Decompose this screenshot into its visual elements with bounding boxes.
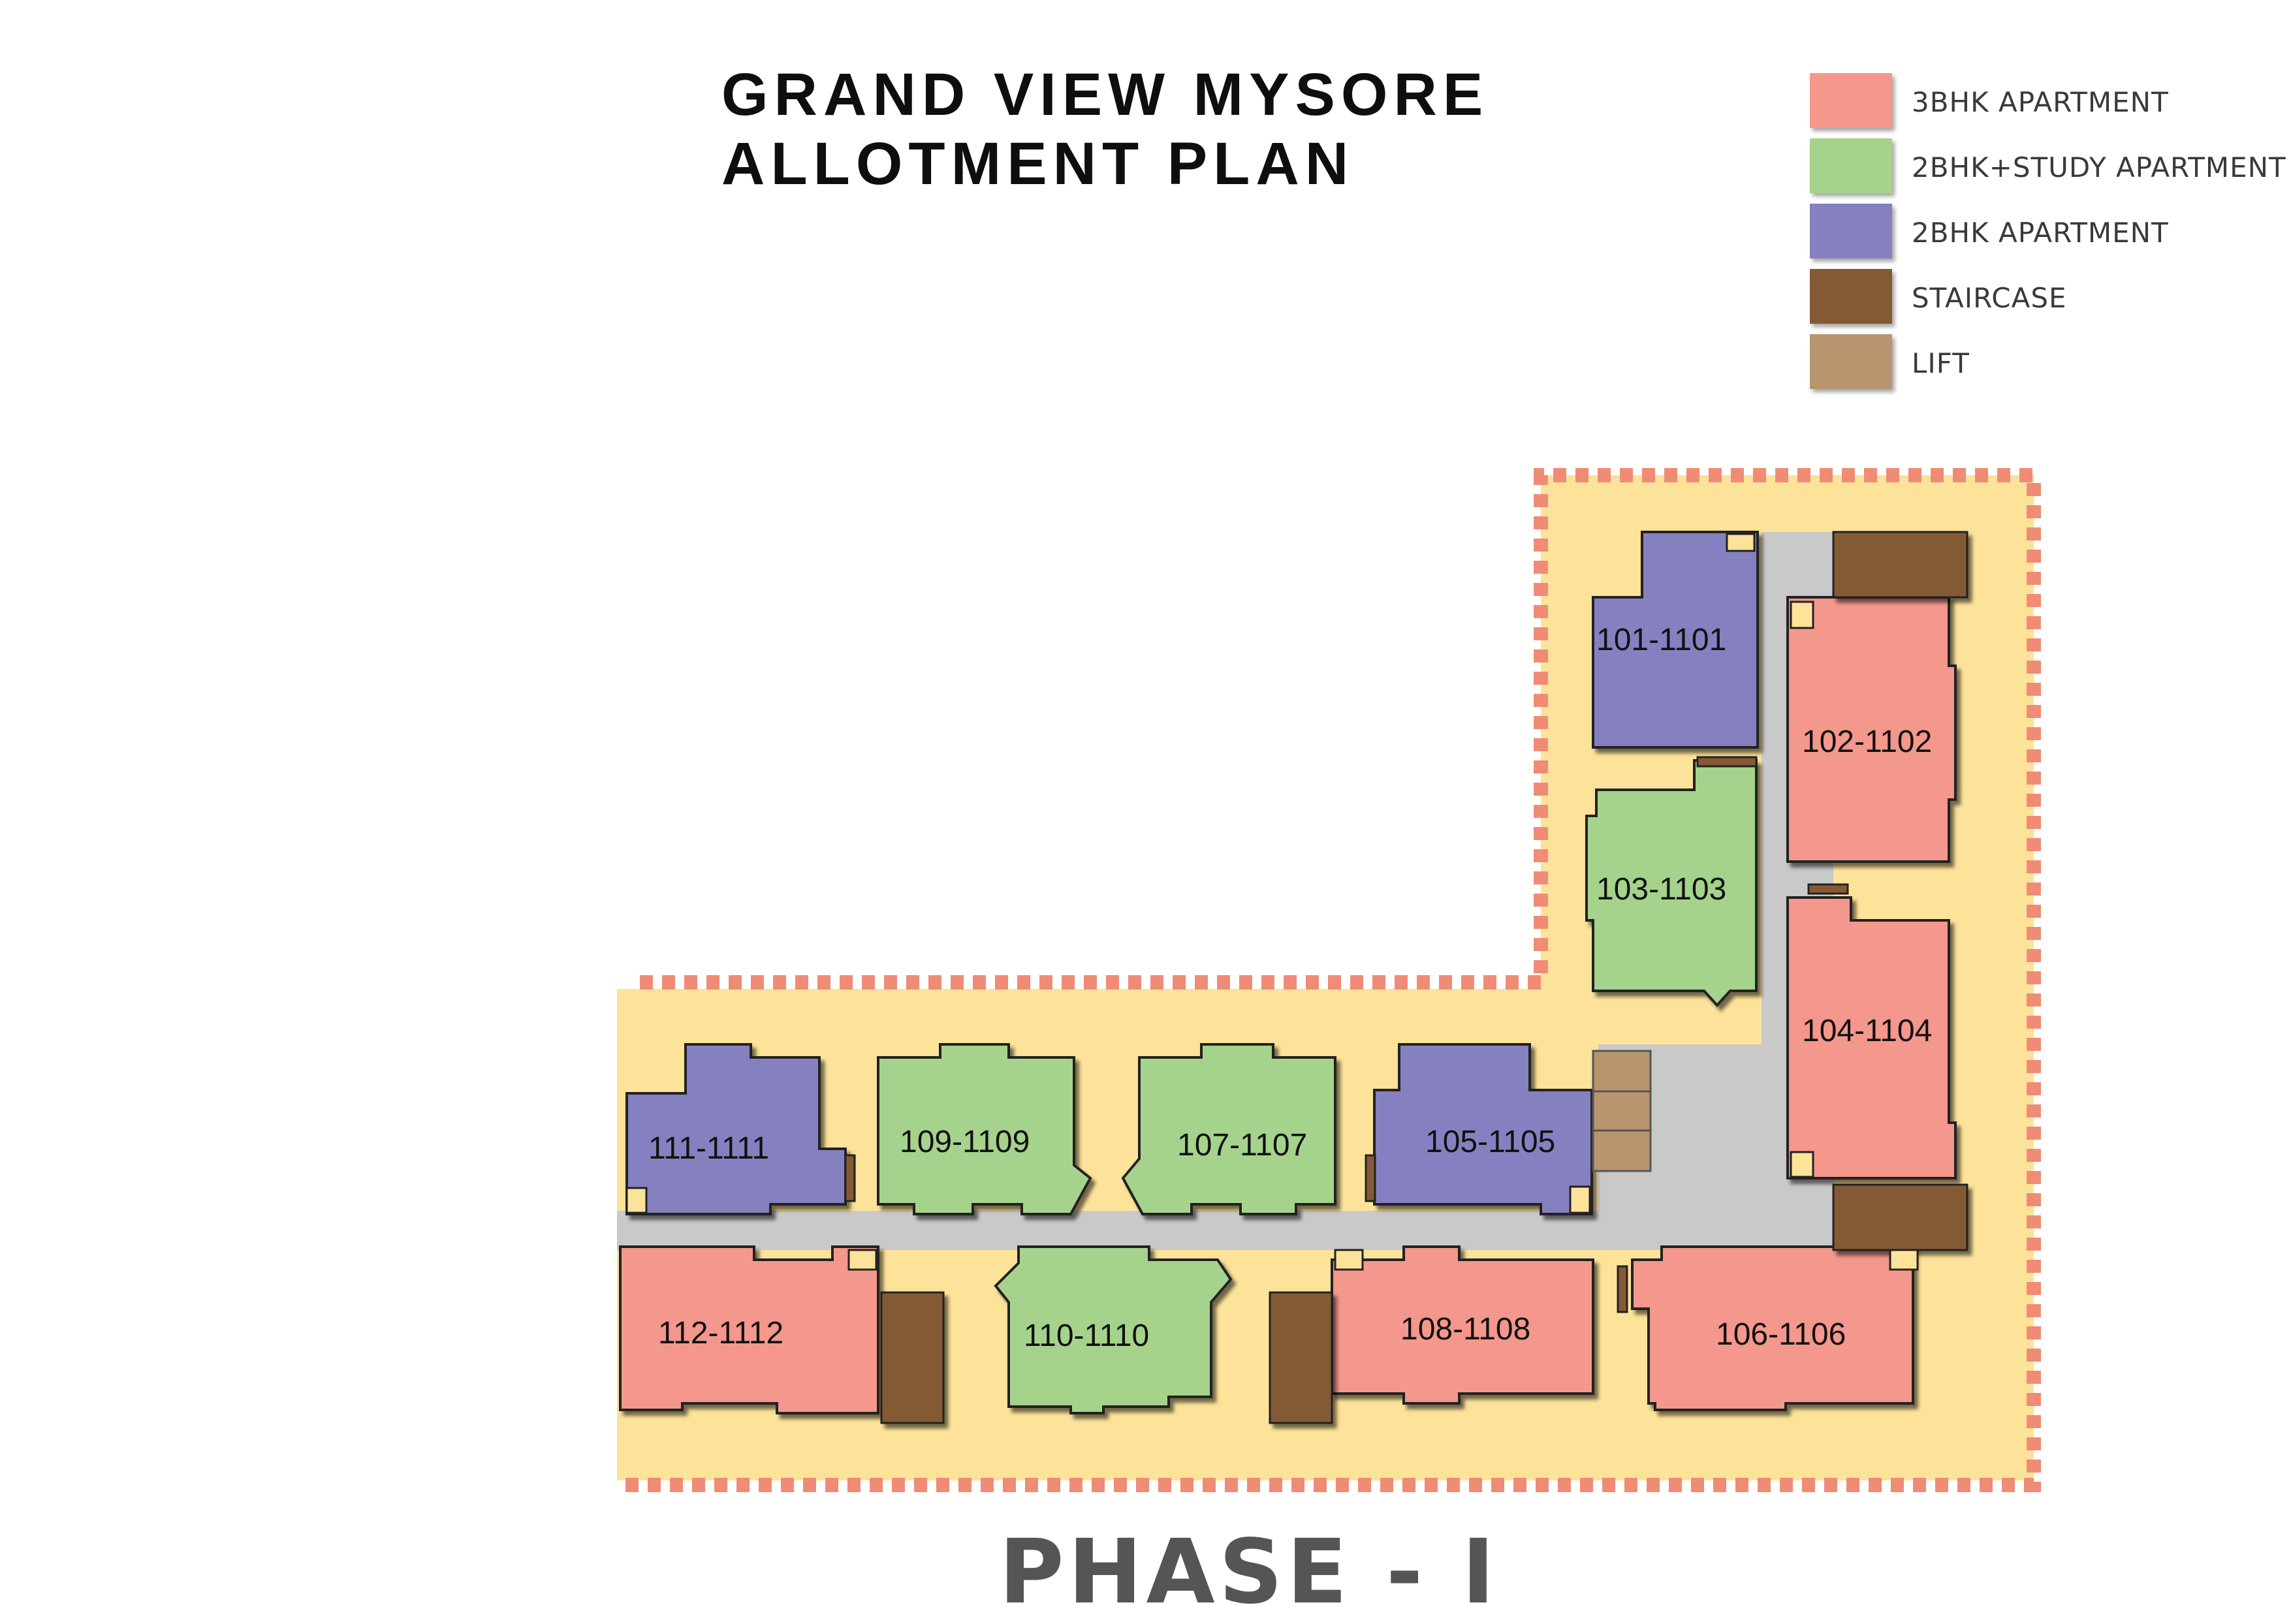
unit-108-1108[interactable] xyxy=(1331,1245,1594,1405)
legend-swatch-staircase xyxy=(1810,269,1892,324)
legend-swatch-2bhk-study xyxy=(1810,138,1892,193)
phase-label: PHASE - I xyxy=(999,1521,1499,1624)
unit-label-107: 107-1107 xyxy=(1177,1128,1307,1163)
staircase-top xyxy=(1832,531,1968,599)
unit-label-112: 112-1112 xyxy=(658,1316,783,1351)
unit-107-1107[interactable] xyxy=(1121,1043,1336,1215)
plan-title: GRAND VIEW MYSORE ALLOTMENT PLAN xyxy=(721,60,1489,198)
unit-112-1112[interactable] xyxy=(619,1245,879,1414)
lifts xyxy=(1592,1050,1652,1172)
unit-label-104: 104-1104 xyxy=(1802,1014,1932,1048)
lift-3 xyxy=(1592,1129,1652,1172)
title-line-1: GRAND VIEW MYSORE xyxy=(721,61,1489,128)
unit-label-106: 106-1106 xyxy=(1716,1317,1846,1352)
site-boundary xyxy=(617,468,2041,1492)
unit-label-110: 110-1110 xyxy=(1024,1319,1149,1353)
lift-1 xyxy=(1592,1050,1652,1093)
unit-label-101: 101-1101 xyxy=(1596,623,1726,657)
apartment-units xyxy=(619,531,1957,1414)
staircase-right xyxy=(1832,1183,1968,1251)
lift-2 xyxy=(1592,1090,1652,1132)
unit-110-1110[interactable] xyxy=(994,1245,1233,1414)
legend-swatch-3bhk xyxy=(1810,73,1892,128)
unit-label-102: 102-1102 xyxy=(1802,725,1932,759)
unit-105-1105[interactable] xyxy=(1373,1043,1593,1215)
unit-106-1106[interactable] xyxy=(1631,1245,1914,1411)
unit-101-1101[interactable] xyxy=(1592,531,1759,749)
unit-label-105: 105-1105 xyxy=(1425,1125,1555,1159)
legend-swatch-2bhk xyxy=(1810,204,1892,258)
unit-111-1111[interactable] xyxy=(625,1043,847,1215)
legend-label-lift: LIFT xyxy=(1912,347,1970,379)
unit-label-103: 103-1103 xyxy=(1596,872,1726,907)
ducts xyxy=(625,533,1919,1313)
unit-109-1109[interactable] xyxy=(877,1043,1092,1215)
staircase-left xyxy=(880,1291,945,1424)
unit-102-1102[interactable] xyxy=(1786,596,1957,863)
unit-labels: 101-1101 102-1102 103-1103 104-1104 105-… xyxy=(648,623,1932,1353)
unit-104-1104[interactable] xyxy=(1786,896,1957,1179)
title-line-2: ALLOTMENT PLAN xyxy=(721,131,1355,197)
legend-label-3bhk: 3BHK APARTMENT xyxy=(1912,86,2169,118)
unit-label-108: 108-1108 xyxy=(1400,1312,1530,1347)
legend-swatch-lift xyxy=(1810,334,1892,389)
legend-label-2bhk: 2BHK APARTMENT xyxy=(1912,217,2169,249)
legend-label-2bhk-study: 2BHK+STUDY APARTMENT xyxy=(1912,151,2286,183)
unit-label-111: 111-1111 xyxy=(648,1131,769,1166)
unit-label-109: 109-1109 xyxy=(900,1125,1030,1159)
legend-label-staircase: STAIRCASE xyxy=(1912,282,2067,314)
staircase-mid xyxy=(1269,1291,1333,1424)
staircases xyxy=(880,531,1968,1424)
